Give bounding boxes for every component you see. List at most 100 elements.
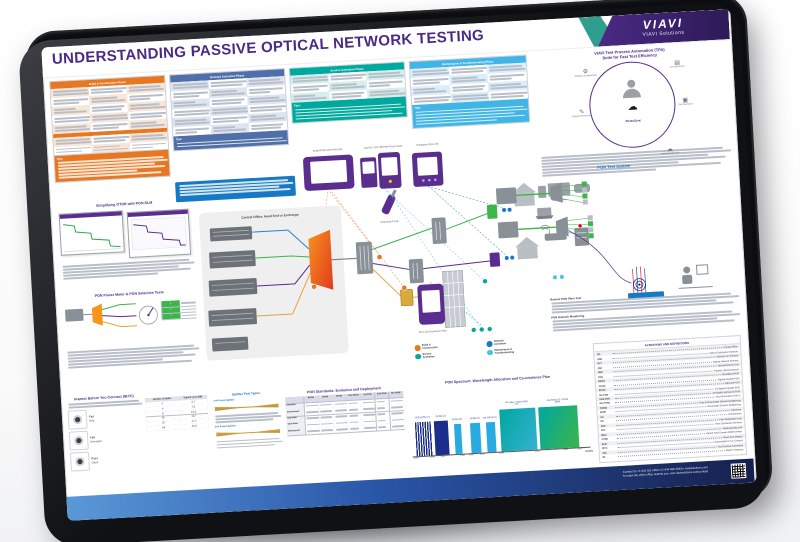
axis-tick: 1360: [460, 454, 466, 457]
result-cell: ✓: [161, 312, 181, 320]
poster-footer: Contact Us +1 844 GO VIAVI (+1 844 468 4…: [66, 458, 755, 521]
axis-tick: 1500: [479, 453, 485, 456]
text-line-placeholder: [249, 108, 282, 112]
fault-dot: [577, 223, 583, 229]
axis-tick: 1650: [577, 447, 583, 450]
axis-tick: 1280: [429, 455, 435, 459]
technician-icon: [622, 88, 642, 99]
stratasync-cloud-icon: ☁: [627, 101, 638, 113]
text-line-placeholder: [212, 110, 249, 114]
text-line-placeholder: [451, 79, 487, 83]
text-line-placeholder: [55, 146, 92, 151]
text-line-placeholder: [92, 126, 119, 130]
text-line-placeholder: [320, 403, 332, 406]
text-line-placeholder: [130, 123, 165, 128]
acronyms-panel: ACRONYMS AND DEFINITIONS CO Central Offi…: [592, 335, 748, 464]
server-icon: [574, 227, 590, 247]
text-line-placeholder: [363, 420, 376, 423]
test-point-service: [471, 279, 492, 333]
fiber-endface-image: [67, 409, 88, 430]
text-line-placeholder: [293, 88, 320, 92]
standards-cell-placeholder: [334, 426, 349, 434]
otdr-paragraph: [61, 257, 195, 281]
otdr-panel: Simplifying OTDR with PON-SLM: [56, 197, 197, 290]
text-line-placeholder: [173, 95, 200, 99]
power-meter-paragraph: [66, 343, 200, 370]
text-line-placeholder: [392, 425, 404, 428]
text-line-placeholder: [490, 85, 528, 90]
text-line-placeholder: [377, 407, 385, 410]
text-line-placeholder: [213, 128, 246, 132]
text-line-placeholder: [391, 412, 404, 415]
text-line-placeholder: [489, 77, 513, 81]
smartotdr-device: [303, 154, 355, 191]
tpa-step: ▣ Test Execution: [672, 97, 698, 107]
axis-tick: 1480: [468, 453, 474, 456]
axis-tick: 1550: [499, 452, 505, 455]
text-line-placeholder: [131, 142, 166, 147]
text-line-placeholder: [306, 423, 320, 426]
text-line-placeholder: [181, 308, 197, 311]
text-line-placeholder: [362, 401, 375, 404]
text-line-placeholder: [330, 85, 365, 90]
table-network-activation: Network Activation Phase Tips:: [169, 68, 290, 152]
otdr-title: Simplifying OTDR with PON-SLM: [95, 200, 153, 208]
text-line-placeholder: [349, 421, 359, 424]
mdu-building-icon: [442, 270, 466, 328]
tpa-step: ⚙ Workflow Configuration: [572, 69, 598, 79]
loss-table-value: 20.4: [180, 423, 209, 430]
power-meter-diagram: [65, 303, 158, 328]
standards-cell-placeholder: [390, 423, 405, 431]
text-line-placeholder: [307, 429, 321, 433]
text-line-placeholder: [369, 92, 406, 97]
table-body: [410, 62, 528, 106]
text-line-placeholder: [131, 136, 167, 141]
test-point-build: [311, 254, 408, 291]
wall-splitter-icon: [400, 289, 414, 307]
table-maintenance-troubleshooting: Maintenance & Troubleshooting Phase Tips…: [408, 54, 531, 129]
axis-tick: 1580: [534, 450, 540, 453]
olp-power-meter-device: [360, 151, 402, 189]
spectrum-band: [538, 405, 580, 450]
spectrum-band: [453, 423, 463, 455]
text-line-placeholder: [53, 110, 87, 114]
spectrum-band: [485, 421, 497, 453]
splitter-cabinet-icon: [431, 217, 447, 244]
axis-tick: 1625: [563, 448, 569, 451]
ont-icon: [489, 252, 501, 267]
text-line-placeholder: [335, 421, 348, 425]
text-line-placeholder: [391, 406, 403, 409]
spectrum-band-label: RF Video / XG(S)-PON DS: [505, 400, 528, 407]
text-line-placeholder: [91, 108, 123, 112]
text-line-placeholder: [56, 150, 83, 154]
spectrum-band: [414, 421, 433, 457]
text-line-placeholder: [248, 81, 284, 86]
spectrum-band: [499, 407, 538, 452]
legend-dot: [414, 353, 421, 360]
spectrum-band-label: NG-PON2 DS / OTDR Band: [546, 398, 569, 404]
text-line-placeholder: [391, 418, 404, 422]
test-point-maintenance: [552, 274, 564, 280]
text-line-placeholder: [412, 72, 450, 76]
text-line-placeholder: [320, 416, 333, 419]
instrument-label: ONX-220 OneCheck Fiber: [419, 329, 447, 334]
text-line-placeholder: [450, 70, 484, 74]
text-line-placeholder: [363, 414, 376, 417]
text-line-placeholder: [363, 426, 377, 430]
text-line-placeholder: [93, 139, 126, 143]
text-line-placeholder: [248, 91, 271, 95]
otdr-trace: [130, 216, 187, 250]
pon-test-system-title: PON Test System: [597, 163, 631, 170]
text-line-placeholder: [348, 402, 358, 405]
text-line-placeholder: [293, 97, 327, 101]
olt-shelf-icon: [211, 336, 249, 352]
olt-shelf-icon: [209, 226, 253, 242]
text-line-placeholder: [129, 106, 166, 110]
text-line-placeholder: [90, 90, 123, 94]
text-line-placeholder: [321, 422, 333, 426]
